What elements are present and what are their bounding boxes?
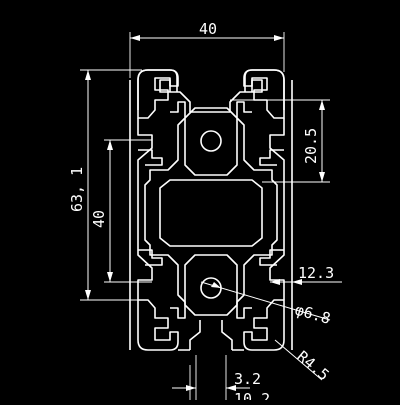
dim-offset-label: 12.3	[298, 264, 334, 282]
corner-bottom-right	[243, 299, 285, 351]
center-hole-lower	[200, 277, 222, 299]
dim-radius-label: R4.5	[293, 347, 332, 384]
dimension-lines	[80, 32, 342, 400]
upper-core	[144, 101, 278, 319]
center-hole-upper	[200, 130, 222, 152]
right-slot-lower	[259, 249, 284, 266]
dim-height-total-label: 63, 1	[68, 167, 86, 212]
right-slot-upper	[259, 149, 284, 166]
aluminum-profile	[129, 69, 293, 351]
corner-bottom-left	[137, 299, 179, 351]
dimension-labels: 40 63, 1 40 20.5 12.3 φ6.8 R4.5 3.2 10.2	[68, 20, 334, 405]
middle-cavity	[159, 179, 263, 247]
corner-top-left	[137, 69, 179, 119]
right-wall	[269, 80, 293, 350]
dim-pitch-label: 20.5	[302, 128, 320, 164]
left-slot-lower	[138, 249, 163, 266]
dim-slot-opening-label: 10.2	[234, 390, 270, 400]
left-wall	[129, 80, 153, 350]
corner-top-right	[243, 69, 285, 119]
profile-outer-contour	[137, 69, 285, 113]
left-slot-upper	[138, 149, 163, 166]
lower-center-body	[184, 254, 238, 316]
dim-slot-width-label: 3.2	[234, 370, 261, 388]
dim-hole-dia-label: φ6.8	[293, 301, 333, 328]
upper-center-body	[184, 107, 238, 176]
dim-width-label: 40	[199, 20, 217, 38]
bottom-slot	[178, 320, 244, 351]
dim-height-inner-label: 40	[90, 210, 108, 228]
